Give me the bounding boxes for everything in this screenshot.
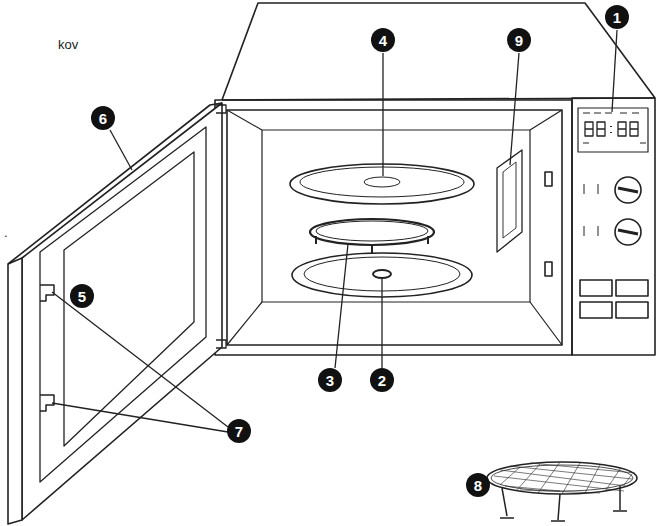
glass-tray xyxy=(290,164,474,204)
grill-rack xyxy=(487,462,637,521)
control-panel xyxy=(572,98,655,355)
door-latch xyxy=(40,285,54,411)
callout-text: 7 xyxy=(235,424,243,439)
button xyxy=(616,302,648,318)
latch-hole xyxy=(545,262,552,276)
cavity-back xyxy=(262,130,530,302)
callout-number: 7 xyxy=(227,419,251,443)
callout-text: 8 xyxy=(474,478,482,493)
callout-number: 2 xyxy=(370,368,394,392)
display xyxy=(578,108,648,152)
latch-hole xyxy=(545,172,552,186)
door-window xyxy=(64,152,194,446)
callout-number: 5 xyxy=(70,284,94,308)
button xyxy=(580,280,612,296)
roller-ring xyxy=(310,219,434,245)
callout-text: 5 xyxy=(78,289,86,304)
callout-text: 9 xyxy=(515,33,523,48)
callout-number: 9 xyxy=(507,28,531,52)
callout-number: 3 xyxy=(318,368,342,392)
front-frame xyxy=(215,100,572,355)
door-edge xyxy=(8,258,22,524)
button xyxy=(616,280,648,296)
door-seal xyxy=(40,127,206,482)
door xyxy=(22,103,222,520)
knob xyxy=(615,177,641,203)
callout-text: 3 xyxy=(326,373,334,388)
callout-text: 2 xyxy=(378,373,386,388)
hinge xyxy=(216,105,226,348)
callout-text: 1 xyxy=(613,10,621,25)
knob xyxy=(615,219,641,245)
callout-text: 4 xyxy=(379,33,387,48)
callout-text: 6 xyxy=(99,111,107,126)
waveguide-cover xyxy=(497,150,522,252)
callout-number: 6 xyxy=(91,106,115,130)
callout-number: 1 xyxy=(605,5,629,29)
leader-line xyxy=(52,30,617,432)
button xyxy=(580,302,612,318)
label-text: kov xyxy=(58,38,78,52)
coupler xyxy=(373,270,391,278)
callout-number: 8 xyxy=(466,473,490,497)
display-digits xyxy=(583,113,646,143)
callout-number: 4 xyxy=(371,28,395,52)
housing-top xyxy=(222,3,655,100)
label-text: . xyxy=(4,226,8,240)
